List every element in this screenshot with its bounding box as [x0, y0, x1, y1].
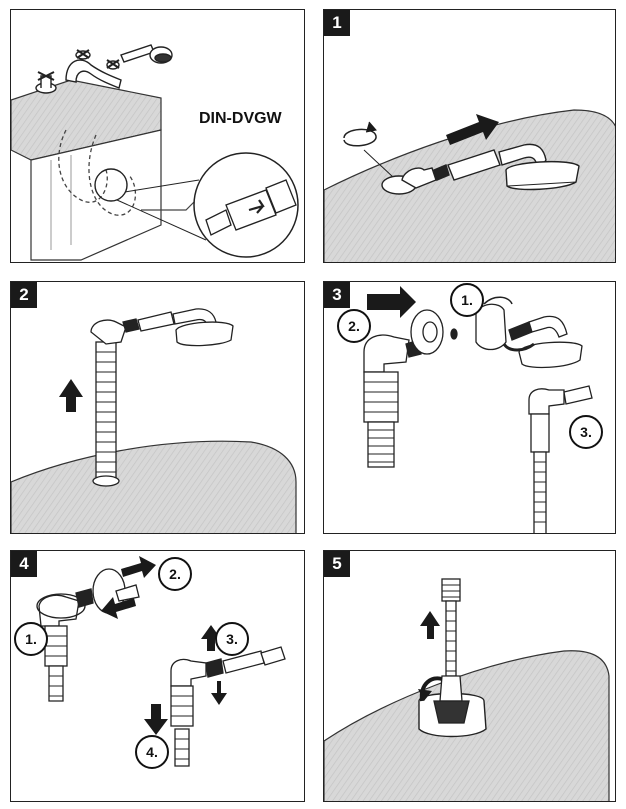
step-3-illustration	[363, 286, 593, 533]
angle-fitting-left	[36, 593, 86, 702]
step-number: 3	[324, 282, 350, 308]
badge-4: 4.	[135, 735, 169, 769]
step-4-illustration	[36, 556, 286, 767]
step-1-panel: 1	[323, 9, 616, 263]
badge-2: 2.	[158, 557, 192, 591]
angle-fitting-right	[170, 646, 286, 767]
badge-3: 3.	[215, 622, 249, 656]
badge-2: 2.	[337, 309, 371, 343]
push-up-arrow	[59, 379, 83, 412]
hose-angle-fitting	[363, 334, 410, 468]
check-valve-detail	[205, 179, 297, 236]
magnifier-small	[94, 168, 128, 202]
arrow-right	[121, 556, 156, 578]
cabinet	[30, 129, 162, 261]
rotate-arrow	[483, 296, 513, 305]
hand-shower	[508, 315, 583, 369]
step-number: 2	[11, 282, 37, 308]
countertop	[324, 109, 615, 262]
step-2-panel: 2	[10, 281, 305, 534]
arrow-down	[144, 704, 168, 735]
arrow-up	[201, 625, 221, 651]
overview-panel: DIN-DVGW	[10, 9, 305, 263]
arrow-left	[101, 597, 136, 619]
certification-label: DIN-DVGW	[199, 110, 282, 127]
step-4-panel: 4 1. 2. 3. 4.	[10, 550, 305, 802]
step-number: 5	[324, 551, 350, 577]
overview-illustration	[11, 44, 299, 261]
detached-flange	[75, 568, 140, 614]
badge-3: 3.	[569, 415, 603, 449]
push-arrow	[367, 286, 416, 318]
badge-1: 1.	[450, 283, 484, 317]
arrow-up	[420, 611, 440, 639]
step-2-illustration	[11, 308, 297, 533]
faucet	[35, 44, 173, 94]
pull-arrow	[446, 114, 499, 145]
hose	[90, 308, 234, 487]
step-5-panel: 5	[323, 550, 616, 802]
hose-vertical	[433, 578, 470, 724]
step-number: 1	[324, 10, 350, 36]
arrow-down-small	[211, 681, 227, 705]
step-5-illustration	[324, 578, 610, 801]
hose-dashed	[58, 129, 108, 203]
rotate-arrow	[343, 128, 377, 147]
countertop	[11, 440, 297, 533]
hose-end	[528, 385, 593, 533]
step-number: 4	[11, 551, 37, 577]
step-3-panel: 3 1. 2. 3.	[323, 281, 616, 534]
hand-shower	[433, 143, 580, 191]
step-1-illustration	[324, 109, 615, 262]
flange-parts	[405, 303, 507, 358]
badge-1: 1.	[14, 622, 48, 656]
